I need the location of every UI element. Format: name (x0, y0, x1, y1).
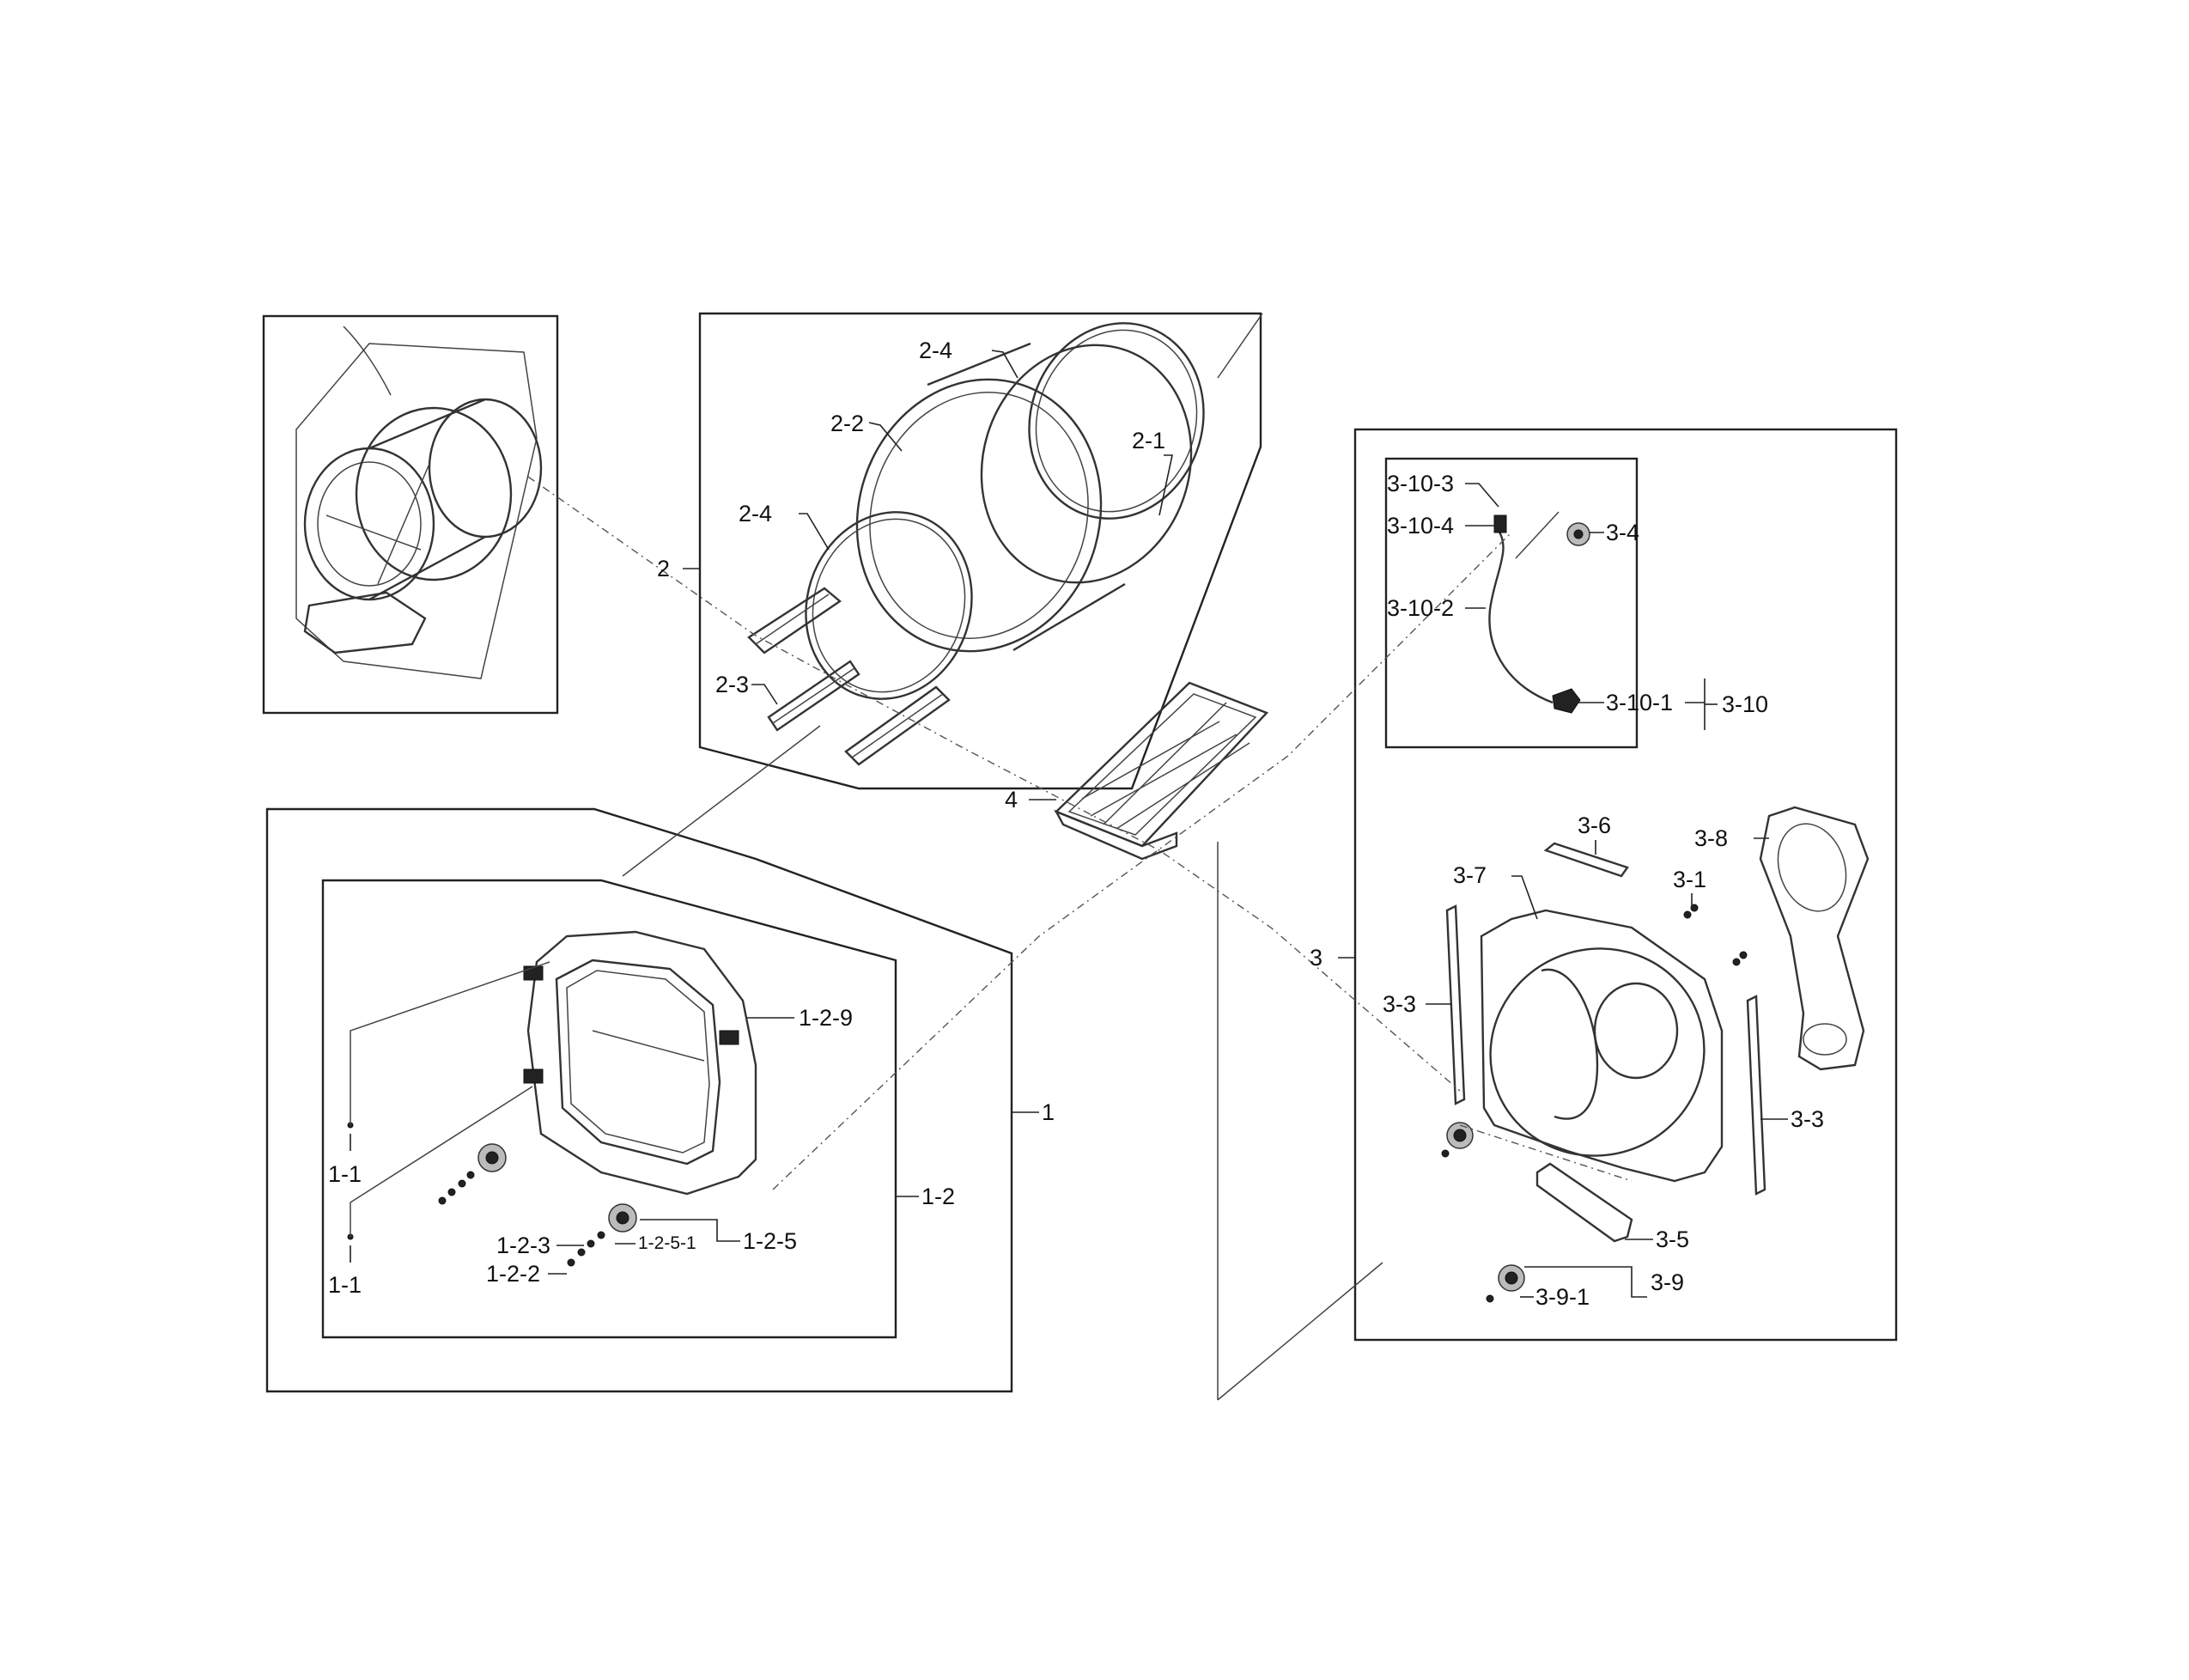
label-1-2-9: 1-2-9 (799, 1005, 853, 1031)
drum-front-ring-inner (317, 461, 422, 587)
grille-base (1054, 809, 1178, 861)
leader-lines (350, 350, 1788, 1298)
frames (262, 312, 1898, 1393)
label-3-10-3: 3-10-3 (1387, 471, 1454, 496)
bracket-3-6 (1543, 842, 1629, 878)
label-3-9: 3-9 (1651, 1269, 1684, 1295)
drum-front-seal-ring (805, 511, 973, 700)
frame-group-3 (1353, 428, 1898, 1342)
frame-assembled-drum (262, 314, 559, 715)
label-1-2-2: 1-2-2 (486, 1261, 540, 1287)
rear-panel-drum-opening (1489, 947, 1706, 1157)
label-4: 4 (1005, 787, 1018, 813)
frame-group-1-2 (321, 879, 897, 1339)
drum-baffle-upper (747, 587, 842, 654)
label-2-4-top: 2-4 (919, 338, 952, 363)
drum-back-ring-2-2 (980, 344, 1193, 584)
label-3-8: 3-8 (1694, 825, 1728, 851)
bracket-line (1515, 511, 1560, 559)
assembled-drum-illustration (295, 326, 543, 679)
drum-baffle-lower (844, 685, 951, 766)
alignment-lines (350, 313, 1633, 1401)
label-3-6: 3-6 (1578, 813, 1611, 838)
label-1: 1 (1042, 1099, 1055, 1125)
thermistor-3-10-1 (1552, 688, 1581, 714)
label-2-1: 2-1 (1132, 428, 1165, 453)
front-panel-illustration (347, 930, 757, 1267)
lower-bracket-3-5 (1535, 1162, 1633, 1243)
rear-panel-illustration (1441, 806, 1870, 1303)
drum-baffle-middle (767, 660, 860, 732)
rear-panel-duct (1541, 968, 1599, 1120)
label-3: 3 (1310, 945, 1323, 971)
label-1-1-lower: 1-1 (328, 1272, 362, 1298)
label-1-2-3: 1-2-3 (496, 1233, 550, 1258)
label-3-3-left: 3-3 (1383, 991, 1416, 1017)
lint-filter-grille-illustration (1054, 681, 1269, 861)
frame-group-3-10 (1384, 457, 1639, 749)
label-3-10-2: 3-10-2 (1387, 595, 1454, 621)
side-strip-3-3-left (1445, 904, 1466, 1105)
rear-panel-outline (1480, 909, 1724, 1183)
label-1-2-5-1: 1-2-5-1 (638, 1233, 696, 1253)
sensor-harness-illustration (1488, 511, 1590, 714)
duct-cover-mesh (1777, 823, 1847, 912)
label-3-3-right: 3-3 (1791, 1106, 1824, 1132)
frame-group-2 (698, 312, 1262, 790)
front-panel-door-opening (555, 959, 721, 1166)
label-3-1: 3-1 (1673, 867, 1706, 892)
duct-cover-3-8 (1759, 806, 1870, 1071)
harness-wire (1488, 530, 1554, 704)
label-3-10-1: 3-10-1 (1606, 690, 1673, 715)
label-3-10-4: 3-10-4 (1387, 513, 1454, 539)
label-2-3: 2-3 (715, 672, 749, 697)
drum-parts-illustration (747, 322, 1205, 766)
label-2-4-left: 2-4 (739, 501, 772, 527)
label-3-4: 3-4 (1606, 520, 1639, 545)
drum-rear-seal-ring (1028, 322, 1205, 520)
drum-front-ring-2-2 (855, 378, 1103, 653)
label-3-10: 3-10 (1722, 691, 1768, 717)
part-labels: 2-4 2-2 2-1 2-4 2 2-3 4 3-10-3 3-10-4 3-… (328, 338, 1824, 1310)
label-1-2: 1-2 (921, 1184, 955, 1209)
side-strip-3-3-right (1746, 995, 1766, 1196)
frame-group-1 (265, 807, 1013, 1393)
label-3-9-1: 3-9-1 (1535, 1284, 1590, 1310)
drum-cabinet-outline (295, 343, 538, 679)
front-panel-outline (526, 930, 757, 1196)
drum-base-tray (303, 591, 427, 654)
rear-panel-vent (1593, 982, 1679, 1080)
label-3-5: 3-5 (1656, 1227, 1689, 1252)
label-3-7: 3-7 (1453, 862, 1487, 888)
label-1-1-upper: 1-1 (328, 1161, 362, 1187)
label-1-2-5: 1-2-5 (743, 1228, 797, 1254)
label-2: 2 (657, 556, 670, 581)
sensor-connector (1493, 514, 1507, 533)
drum-mid-ring (355, 406, 513, 581)
drum-back-ring (428, 398, 543, 539)
label-2-2: 2-2 (830, 411, 864, 436)
